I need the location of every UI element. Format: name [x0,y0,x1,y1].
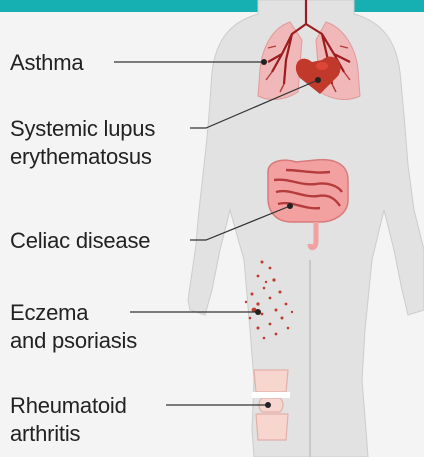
lupus-label-line1: Systemic lupus [10,116,155,141]
lupus-pointer-dot [315,77,321,83]
ra-label-line1: Rheumatoid [10,393,127,418]
ra-label-line2: arthritis [10,421,80,446]
eczema-label-line2: and psoriasis [10,328,137,353]
eczema-pointer-dot [255,309,261,315]
lupus-label-line2: erythematosus [10,144,152,169]
celiac-label: Celiac disease [10,228,150,253]
asthma-label: Asthma [10,50,83,75]
asthma-pointer-dot [261,59,267,65]
ra-pointer-dot [265,402,271,408]
celiac-pointer-dot [287,203,293,209]
eczema-label-line1: Eczema [10,300,88,325]
